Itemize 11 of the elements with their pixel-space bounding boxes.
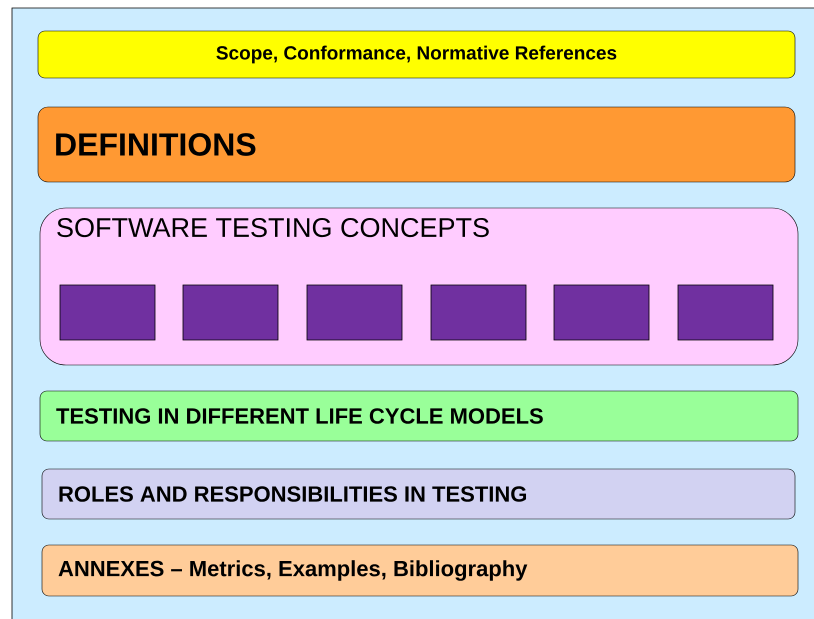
block	[554, 284, 650, 340]
block	[60, 284, 156, 340]
section-bar: ANNEXES – Metrics, Examples, Bibliography	[42, 544, 798, 596]
section-bar: Scope, Conformance, Normative References	[38, 30, 796, 78]
section-bar: TESTING IN DIFFERENT LIFE CYCLE MODELS	[40, 390, 798, 442]
block	[678, 284, 774, 340]
block	[182, 284, 278, 340]
section-bar: ROLES AND RESPONSIBILITIES IN TESTING	[42, 468, 796, 520]
section-bar: DEFINITIONS	[38, 106, 796, 182]
block	[306, 284, 402, 340]
block	[430, 284, 526, 340]
